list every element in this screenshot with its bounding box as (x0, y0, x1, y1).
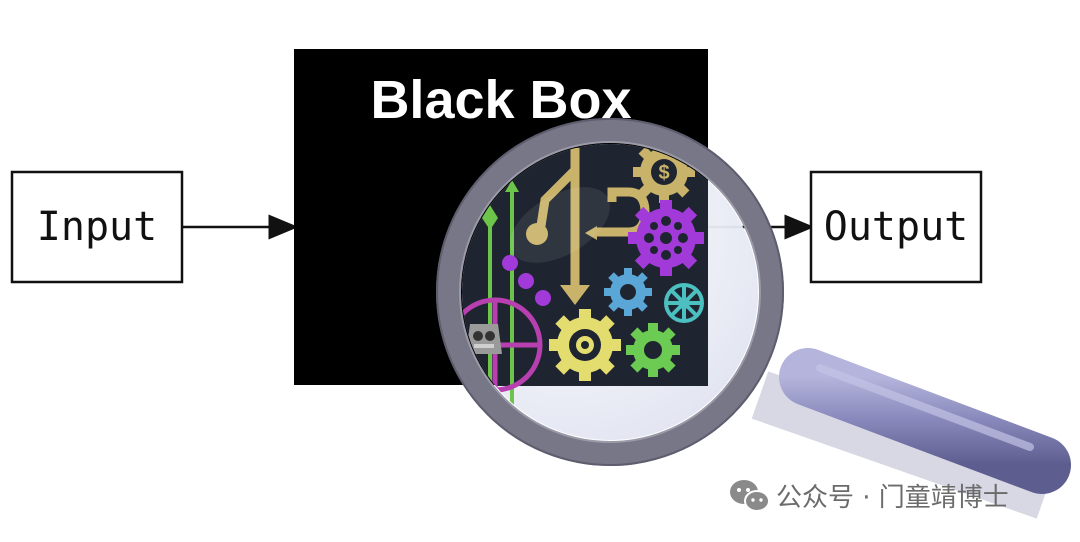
output-node: Output (809, 170, 983, 284)
input-label: Input (37, 204, 157, 250)
magnifier-rim (436, 118, 784, 466)
magnifier-handle (751, 348, 1071, 519)
input-node: Input (10, 170, 184, 284)
watermark: 公众号 · 门童靖博士 (730, 480, 1009, 513)
output-label: Output (824, 204, 969, 250)
magnifier-lens: $ (462, 144, 758, 440)
watermark-text: 公众号 · 门童靖博士 (776, 483, 1009, 513)
wechat-icon (730, 480, 770, 512)
svg-text:$: $ (658, 162, 669, 184)
